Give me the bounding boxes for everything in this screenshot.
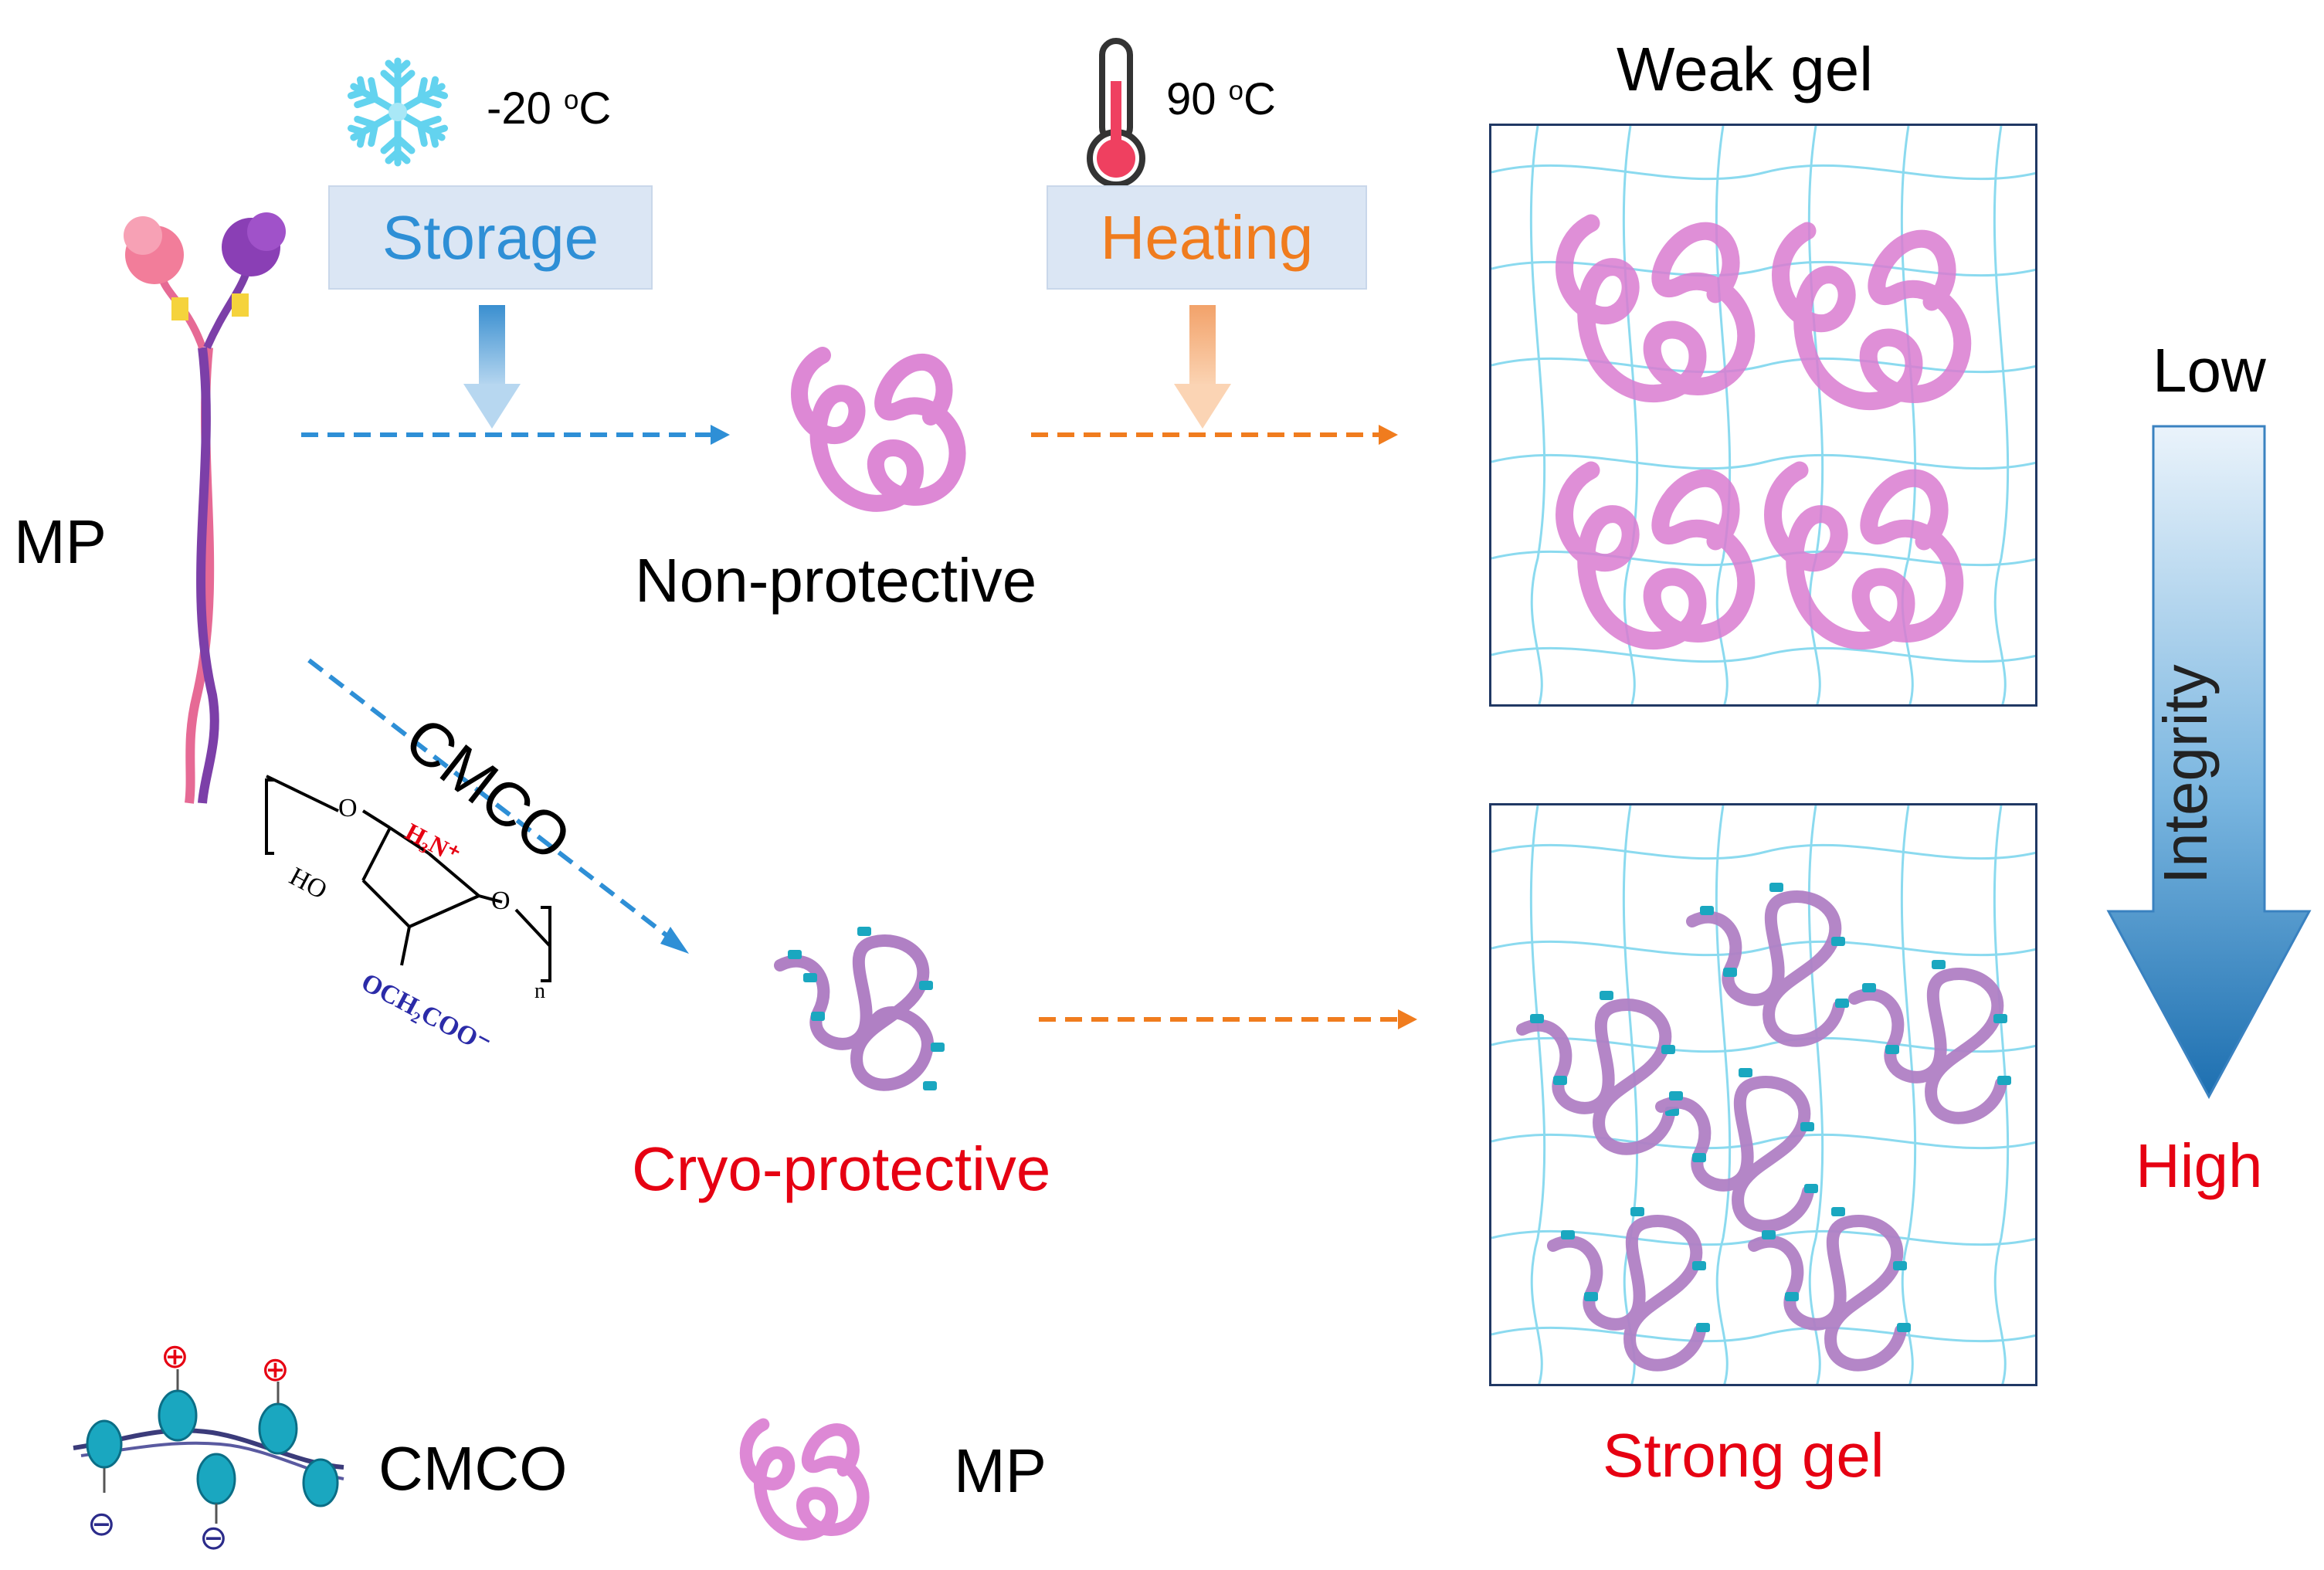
legend-negative-charge-2: ⊖ — [199, 1519, 228, 1557]
heating-down-arrow — [1174, 305, 1231, 429]
legend-positive-charge-2: ⊕ — [261, 1351, 290, 1389]
legend-mp-icon — [739, 1418, 870, 1541]
integrity-low-label: Low — [2153, 336, 2266, 405]
dashed-arrow-storage — [301, 425, 730, 445]
cmco-structure — [265, 775, 551, 982]
legend-positive-charge-1: ⊕ — [161, 1338, 189, 1375]
storage-box: Storage — [328, 185, 653, 290]
weak-gel-label: Weak gel — [1617, 35, 1874, 103]
legend-mp-label: MP — [954, 1436, 1047, 1505]
strong-gel-network — [1491, 805, 2035, 1384]
weak-gel-panel — [1489, 124, 2037, 707]
storage-label: Storage — [382, 202, 599, 272]
thermometer-icon — [1087, 38, 1145, 188]
strong-gel-panel — [1489, 803, 2037, 1386]
repeat-unit-n: n — [534, 979, 545, 1003]
dashed-arrow-heating — [1031, 425, 1398, 445]
heating-label: Heating — [1100, 202, 1314, 272]
ring-oxygen-2: O — [491, 887, 511, 915]
weak-gel-network — [1491, 126, 2035, 704]
dashed-arrow-cmco — [307, 658, 689, 954]
legend-negative-charge-1: ⊖ — [87, 1505, 116, 1543]
heating-box: Heating — [1047, 185, 1367, 290]
integrity-high-label: High — [2136, 1131, 2263, 1200]
snowflake-icon — [340, 57, 456, 170]
storage-down-arrow — [463, 305, 521, 429]
strong-gel-label: Strong gel — [1603, 1421, 1885, 1490]
integrity-label: Integrity — [2151, 664, 2220, 884]
myosin-molecule-icon — [124, 212, 286, 804]
storage-temperature: -20 oC — [487, 83, 612, 134]
legend-cmco-label: CMCO — [378, 1434, 568, 1503]
non-protective-label: Non-protective — [635, 546, 1037, 615]
dashed-arrow-gelation — [1039, 1009, 1417, 1029]
cryo-protective-label: Cryo-protective — [632, 1134, 1051, 1203]
mp-coil-cryo-protective — [774, 927, 945, 1091]
mp-coil-non-protective — [791, 347, 966, 512]
heating-temperature: 90 oC — [1166, 74, 1276, 124]
integrity-arrow — [2106, 425, 2312, 1100]
ring-oxygen-1: O — [338, 794, 358, 822]
legend-cmco-icon — [73, 1369, 344, 1524]
left-mp-label: MP — [14, 507, 107, 576]
